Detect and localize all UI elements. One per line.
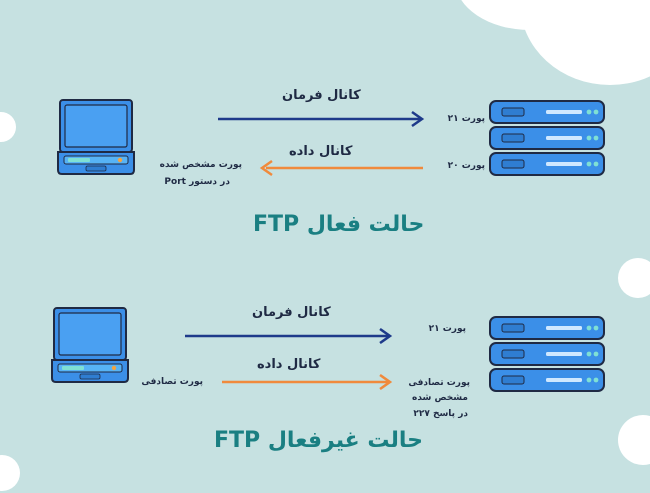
arrow-data-channel-active (259, 159, 423, 177)
laptop-icon-passive (51, 307, 129, 383)
passive-server-port-line3: در پاسخ ۲۲۷ (413, 409, 468, 419)
passive-client-port: پورت تصادفی (141, 377, 203, 387)
passive-ftp-title: حالت غیرفعال FTP (214, 428, 424, 453)
arrow-command-channel-active (218, 110, 425, 128)
active-server-port-20: پورت ۲۰ (447, 161, 485, 171)
arrow-command-channel-passive (185, 327, 393, 345)
passive-server-port-line1: پورت تصادفی (408, 378, 470, 388)
arrow-data-channel-passive (222, 373, 393, 391)
active-command-channel-label: کانال فرمان (282, 88, 361, 103)
passive-server-port-21: پورت ۲۱ (428, 324, 466, 334)
active-ftp-title: حالت فعال FTP (253, 212, 425, 237)
active-data-channel-label: کانال داده (289, 144, 353, 159)
passive-data-channel-label: کانال داده (257, 357, 321, 372)
passive-server-port-line2: مشخص شده (412, 393, 468, 403)
active-server-port-21: پورت ۲۱ (447, 114, 485, 124)
server-icon-passive (490, 317, 604, 391)
passive-command-channel-label: کانال فرمان (252, 305, 331, 320)
decor-dot-right (618, 258, 650, 298)
server-icon-active (490, 101, 604, 175)
active-client-port-line1: پورت مشخص شده (159, 160, 242, 170)
decor-dot-left (0, 112, 16, 142)
laptop-icon-active (57, 99, 135, 175)
active-client-port-line2: در دستور Port (164, 177, 230, 187)
decor-dot-bottom-left (0, 455, 20, 491)
